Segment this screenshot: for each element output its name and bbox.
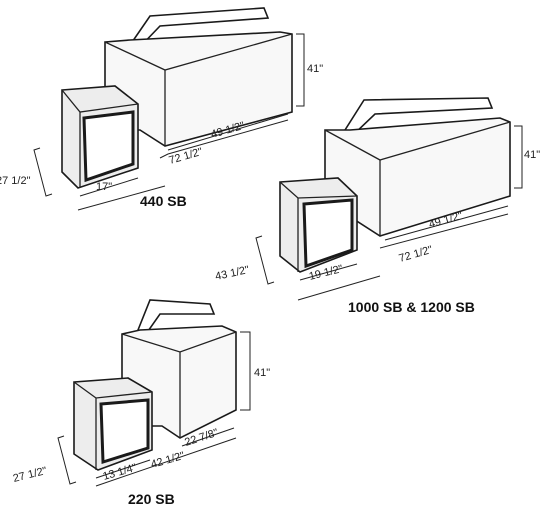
door-440sb [82, 110, 135, 183]
model-label-1000sb: 1000 SB & 1200 SB [348, 299, 475, 315]
door-220sb [99, 398, 150, 465]
dim-overall-1000sb: 72 1/2" [398, 244, 435, 265]
dim-doorwidth-440sb: 17" [96, 181, 112, 193]
unit-220sb: 41" 22 7/8" 13 1/4" 42 1/2" 27 1/2" 220 … [12, 299, 270, 507]
dim-doorheight-220sb: 27 1/2" [12, 465, 48, 485]
dim-height-1000sb: 41" [524, 149, 540, 161]
dim-height-440sb: 41" [307, 63, 323, 75]
dim-overall-220sb: 42 1/2" [150, 450, 187, 471]
unit-440sb: 41" 49 1/2" 72 1/2" 17" 27 1/2" 440 SB [0, 7, 323, 211]
unit-1000sb: 41" 49 1/2" 72 1/2" 19 1/2" 43 1/2" 1000… [214, 97, 540, 315]
dim-doorheight-1000sb: 43 1/2" [214, 264, 250, 283]
model-label-220sb: 220 SB [128, 491, 175, 507]
dim-doorheight-440sb: 27 1/2" [0, 175, 31, 187]
model-label-440sb: 440 SB [140, 193, 187, 209]
door-1000sb [302, 198, 354, 269]
dim-height-220sb: 41" [254, 367, 270, 379]
